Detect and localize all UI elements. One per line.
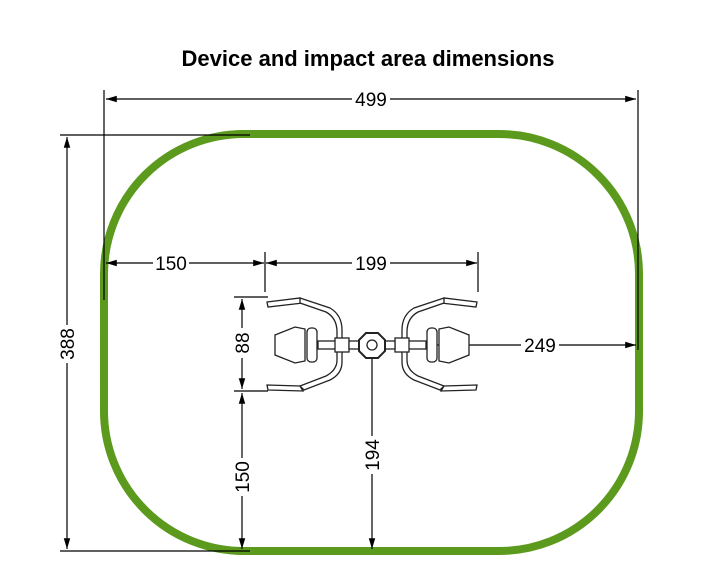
center-pivot [358,332,386,359]
impact-area-outline [100,130,643,555]
device-plan-view [266,297,478,392]
extension-lines [60,90,639,552]
label-150-h: 150 [155,254,187,275]
label-150-v: 150 [233,461,254,493]
diagram-title: Device and impact area dimensions [181,46,555,71]
left-seat-assembly [266,297,362,392]
label-194: 194 [363,439,384,471]
label-499: 499 [355,90,387,111]
label-249: 249 [524,336,556,357]
label-88: 88 [233,332,254,353]
label-199: 199 [355,254,387,275]
right-seat-assembly [382,297,478,392]
label-388: 388 [58,328,79,360]
